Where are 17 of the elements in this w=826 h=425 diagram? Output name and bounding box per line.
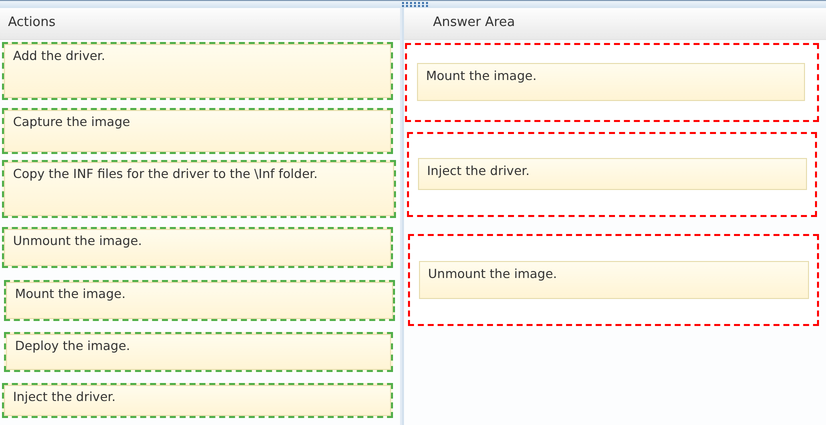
action-card: Unmount the image.	[2, 227, 393, 268]
action-card: Add the driver.	[2, 42, 393, 100]
answer-card: Unmount the image.	[419, 261, 809, 299]
action-card: Deploy the image.	[4, 332, 393, 372]
answer-card: Mount the image.	[417, 63, 805, 101]
action-card: Inject the driver.	[2, 383, 393, 418]
drop-zone	[405, 43, 819, 122]
panel-header: Answer Area	[404, 8, 826, 40]
drop-zone	[407, 132, 817, 217]
drop-zone	[408, 234, 819, 326]
panel	[0, 8, 402, 425]
panel-header: Actions	[0, 8, 400, 40]
action-card: Mount the image.	[4, 280, 395, 321]
panel	[402, 8, 826, 425]
action-card: Capture the image	[2, 108, 393, 154]
answer-card: Inject the driver.	[418, 158, 807, 190]
action-card: Copy the INF files for the driver to the \Inf folder.	[2, 160, 396, 218]
